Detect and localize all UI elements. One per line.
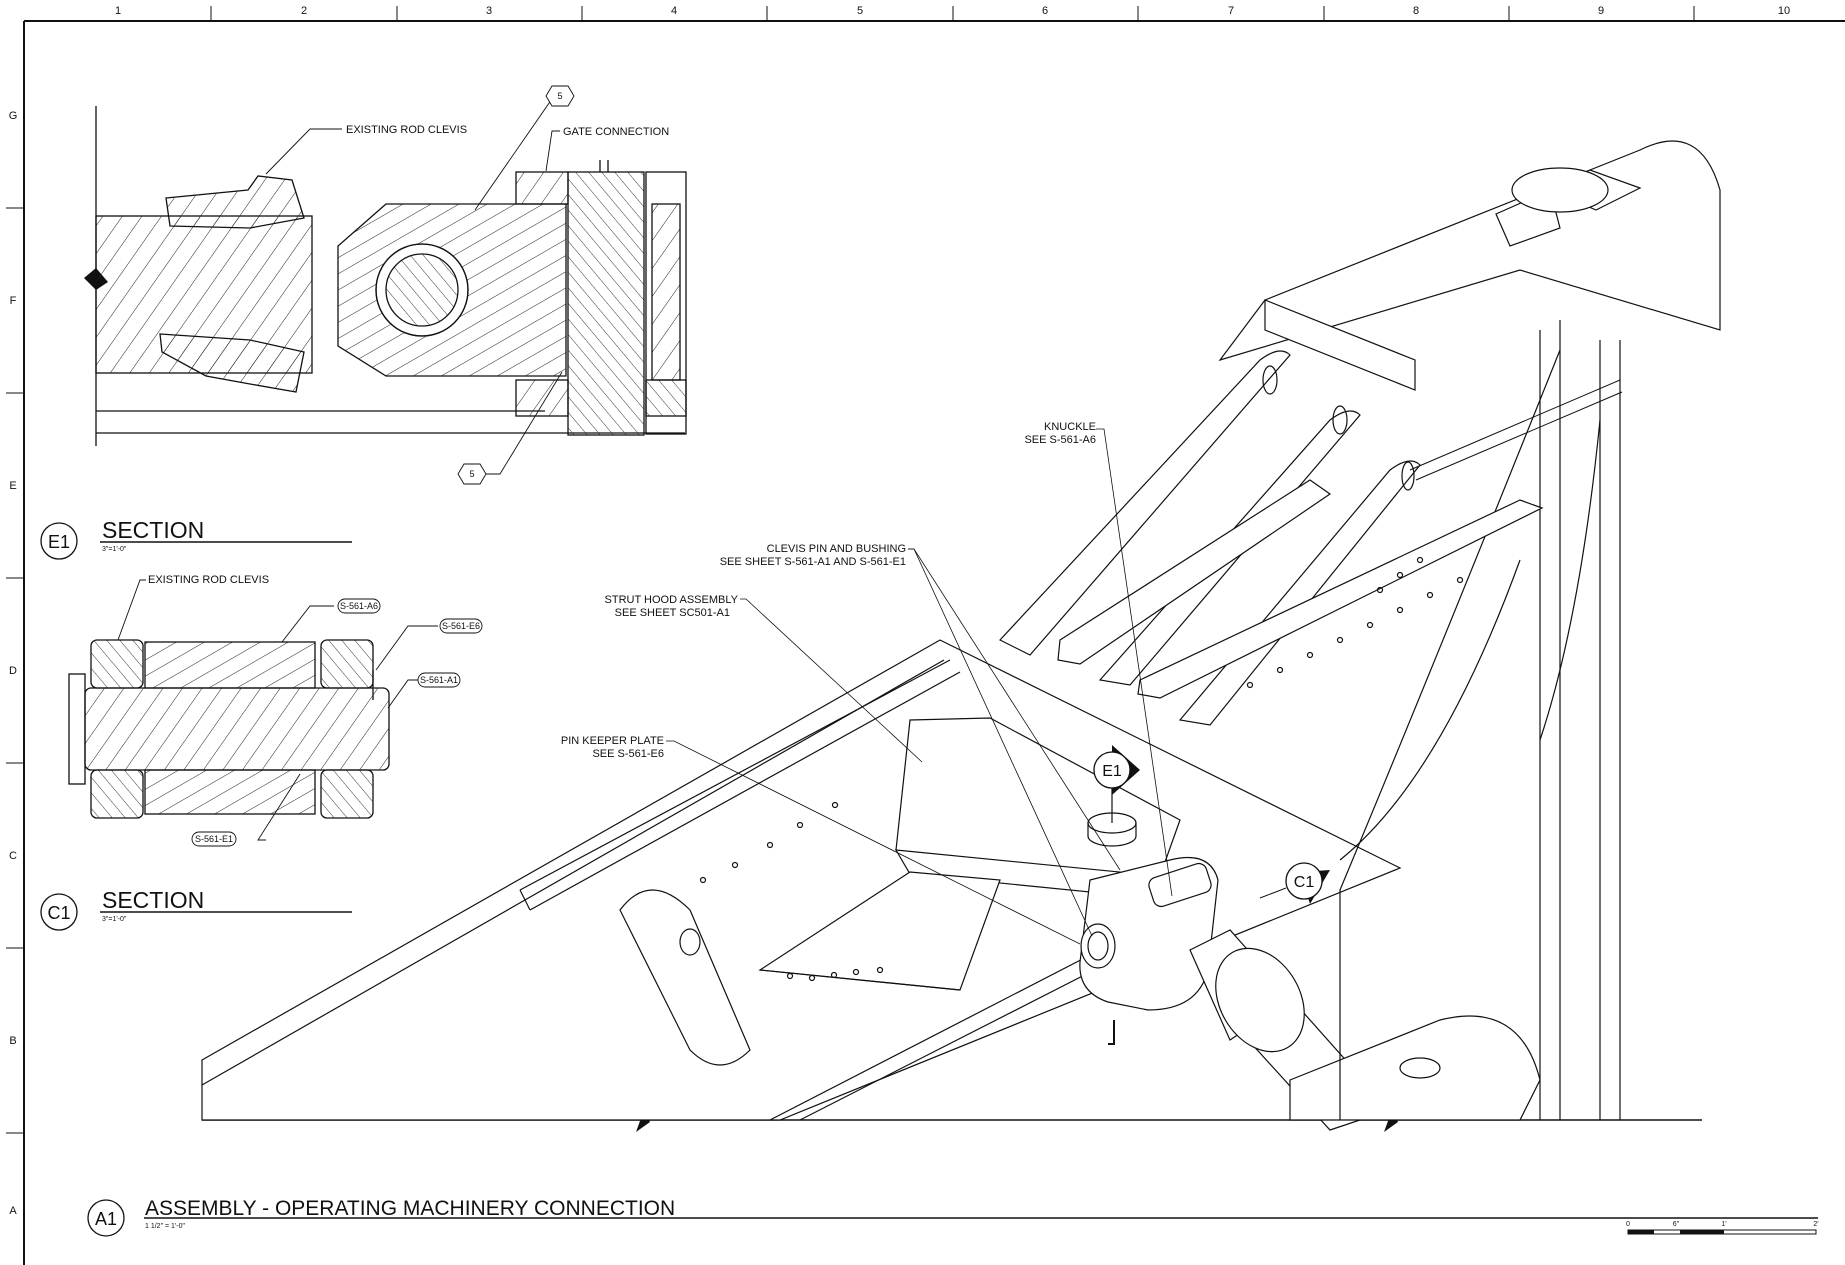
note-gate-connection: GATE CONNECTION <box>563 126 669 138</box>
scale-bar-label: 0 <box>1626 1221 1630 1228</box>
sheet-border <box>23 20 1845 1265</box>
detail-tag-icon <box>457 463 487 485</box>
column-label: 1 <box>115 5 121 17</box>
detail-tag-icon <box>337 598 381 614</box>
view-title: ASSEMBLY - OPERATING MACHINERY CONNECTIO… <box>145 1197 675 1220</box>
view-bubble-label: E1 <box>48 532 70 552</box>
scale-bar: 0 6" 1' 2' <box>1626 1221 1819 1235</box>
view-title-e1: E1 SECTION 3"=1'-0" <box>40 517 352 560</box>
view-title-a1: A1 ASSEMBLY - OPERATING MACHINERY CONNEC… <box>87 1197 1818 1237</box>
column-label: 6 <box>1042 5 1048 17</box>
view-title-c1: C1 SECTION 3"=1'-0" <box>40 887 352 931</box>
view-bubble-label: A1 <box>95 1209 117 1229</box>
note-pin-keeper-ref: SEE S-561-E6 <box>592 748 664 760</box>
column-label: 5 <box>857 5 863 17</box>
scale-bar-label: 2' <box>1813 1221 1818 1228</box>
column-label: 7 <box>1228 5 1234 17</box>
view-title: SECTION <box>102 517 204 543</box>
row-label: G <box>9 110 18 122</box>
column-grid: 1 2 3 4 5 6 7 8 9 10 <box>115 5 1790 21</box>
bolt-holes <box>699 801 884 982</box>
column-label: 4 <box>671 5 677 17</box>
row-label: E <box>9 480 16 492</box>
view-scale: 3"=1'-0" <box>102 546 127 553</box>
row-label: A <box>9 1205 17 1217</box>
column-label: 10 <box>1778 5 1790 17</box>
detail-tag-icon <box>417 672 461 688</box>
detail-tag-icon <box>191 831 237 847</box>
section-e1-drawing <box>84 85 687 485</box>
scale-bar-label: 6" <box>1673 1221 1680 1228</box>
row-label: C <box>9 850 17 862</box>
row-label: F <box>10 295 17 307</box>
view-scale: 3"=1'-0" <box>102 916 127 923</box>
note-strut-hood: STRUT HOOD ASSEMBLY <box>605 594 739 606</box>
tag-s561-e1: S-561-E1 <box>195 834 233 844</box>
tag-5: 5 <box>557 91 562 101</box>
note-clevis-pin-ref: SEE SHEET S-561-A1 AND S-561-E1 <box>720 556 906 568</box>
section-marker-label: C1 <box>1294 874 1315 891</box>
column-label: 3 <box>486 5 492 17</box>
note-pin-keeper: PIN KEEPER PLATE <box>561 735 664 747</box>
note-clevis-pin: CLEVIS PIN AND BUSHING <box>767 543 906 555</box>
column-label: 9 <box>1598 5 1604 17</box>
note-knuckle-ref: SEE S-561-A6 <box>1024 434 1096 446</box>
section-marker-c1: C1 <box>1259 862 1330 904</box>
row-label: B <box>9 1035 16 1047</box>
tag-s561-a6: S-561-A6 <box>340 601 378 611</box>
view-bubble <box>40 522 78 560</box>
section-c1-drawing <box>68 579 483 847</box>
row-grid: G F E D C B A <box>6 110 24 1217</box>
note-existing-rod-clevis: EXISTING ROD CLEVIS <box>346 124 467 136</box>
detail-tag-icon <box>439 618 483 634</box>
section-marker-label: E1 <box>1102 763 1122 780</box>
view-bubble <box>40 893 78 931</box>
view-bubble-label: C1 <box>47 903 70 923</box>
bolt-holes <box>1246 556 1464 689</box>
note-existing-rod-clevis: EXISTING ROD CLEVIS <box>148 574 269 586</box>
column-label: 2 <box>301 5 307 17</box>
column-label: 8 <box>1413 5 1419 17</box>
section-marker-e1: E1 <box>1093 745 1140 795</box>
view-bubble <box>87 1199 125 1237</box>
tag-5: 5 <box>469 469 474 479</box>
callout-leaders <box>666 428 1173 945</box>
view-title: SECTION <box>102 887 204 913</box>
note-knuckle: KNUCKLE <box>1044 421 1096 433</box>
tag-s561-e6: S-561-E6 <box>442 621 480 631</box>
detail-tag-icon <box>545 85 575 107</box>
assembly-a1-drawing <box>201 140 1721 1132</box>
tag-s561-a1: S-561-A1 <box>420 675 458 685</box>
row-label: D <box>9 665 17 677</box>
note-strut-hood-ref: SEE SHEET SC501-A1 <box>615 607 730 619</box>
scale-bar-label: 1' <box>1721 1221 1726 1228</box>
section-cut-mark <box>1108 1020 1115 1045</box>
view-scale: 1 1/2" = 1'-0" <box>145 1223 185 1230</box>
